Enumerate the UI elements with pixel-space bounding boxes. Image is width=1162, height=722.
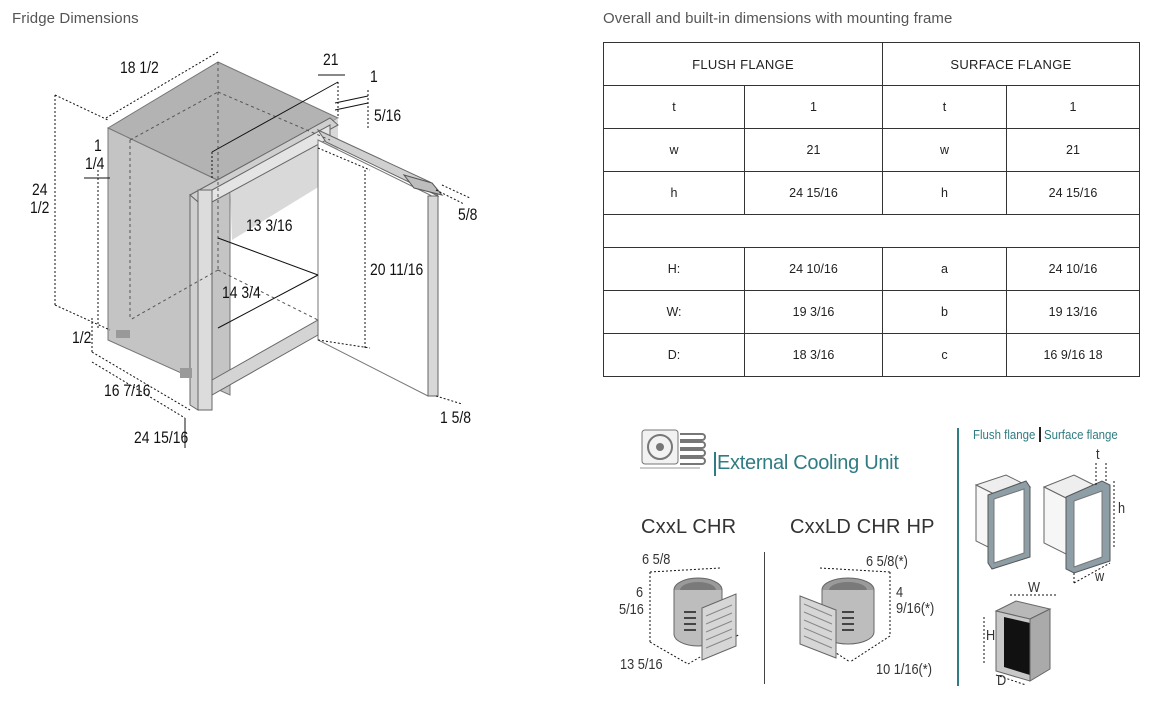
table-cell: b	[882, 290, 1007, 334]
dim-total-depth: 24 15/16	[134, 428, 189, 447]
table-row: w 21 w 21	[603, 128, 1140, 172]
unit-left-side-b: 5/16	[619, 601, 644, 618]
dim-frame-width: 21	[323, 50, 339, 69]
dim-frame-5-8: 5/8	[458, 205, 478, 224]
table-header-row: FLUSH FLANGE SURFACE FLANGE	[603, 42, 1140, 86]
header-surface-flange: SURFACE FLANGE	[882, 42, 1140, 86]
dimensions-table: FLUSH FLANGE SURFACE FLANGE t 1 t 1 w 21…	[603, 42, 1140, 377]
dim-door-1-5-8: 1 5/8	[440, 408, 472, 427]
flange-w: w	[1095, 568, 1105, 585]
unit-right-bottom: 10 1/16(*)	[876, 661, 932, 678]
dim-inner-height: 20 11/16	[370, 260, 424, 279]
fridge-drawing	[54, 51, 471, 448]
unit-left-top: 6 5/8	[642, 551, 671, 568]
table-cell: 21	[744, 128, 883, 172]
table-cell: 19 3/16	[744, 290, 883, 334]
cooling-unit-icon	[640, 429, 706, 469]
table-separator-row	[603, 214, 1140, 248]
table-cell: 1	[744, 85, 883, 129]
table-cell: 19 13/16	[1006, 290, 1140, 334]
table-cell: D:	[603, 333, 745, 377]
table-cell: H:	[603, 247, 745, 291]
table-cell: h	[882, 171, 1007, 215]
unit-left-bottom: 13 5/16	[620, 656, 663, 673]
table-cell: w	[882, 128, 1007, 172]
table-cell: 18 3/16	[744, 333, 883, 377]
table-cell: 24 15/16	[744, 171, 883, 215]
table-cell: t	[603, 85, 745, 129]
unit-left-drawing	[649, 567, 741, 665]
flange-drawings	[974, 463, 1115, 686]
table-row: D: 18 3/16 c 16 9/16 18	[603, 333, 1140, 377]
table-cell: 16 9/16 18	[1006, 333, 1140, 377]
dim-inner-width: 13 3/16	[246, 216, 293, 235]
dim-frame-5-16: 5/16	[374, 106, 402, 125]
dim-depth-top: 18 1/2	[120, 58, 159, 77]
table-cell: 24 10/16	[1006, 247, 1140, 291]
dim-height-b: 1/2	[30, 198, 50, 217]
flange-divider	[957, 428, 959, 686]
dim-side-1a: 1	[94, 136, 102, 155]
ecu-title-bar	[714, 452, 716, 476]
unit-right-side-a: 4	[896, 584, 904, 601]
table-cell: t	[882, 85, 1007, 129]
right-title: Overall and built-in dimensions with mou…	[603, 10, 953, 27]
unit-left-side-a: 6	[636, 584, 644, 601]
flange-W: W	[1028, 579, 1041, 596]
flange-H: H	[986, 627, 996, 644]
table-cell: 1	[1006, 85, 1140, 129]
model-left: CxxL CHR	[641, 516, 737, 538]
left-title: Fridge Dimensions	[12, 10, 139, 27]
dim-bottom-half: 1/2	[72, 328, 92, 347]
model-divider	[764, 552, 765, 684]
table-cell: a	[882, 247, 1007, 291]
dim-height-a: 24	[32, 180, 48, 199]
dim-inner-depth: 14 3/4	[222, 283, 261, 302]
label-surface-flange: Surface flange	[1044, 427, 1118, 442]
table-row: t 1 t 1	[603, 85, 1140, 129]
table-cell: 24 15/16	[1006, 171, 1140, 215]
table-cell: 24 10/16	[744, 247, 883, 291]
flange-D: D	[997, 672, 1007, 689]
dim-frame-depth-1: 1	[370, 67, 378, 86]
table-cell: W:	[603, 290, 745, 334]
table-cell: w	[603, 128, 745, 172]
table-separator	[603, 214, 1140, 248]
table-cell: 21	[1006, 128, 1140, 172]
unit-right-side-b: 9/16(*)	[896, 600, 935, 617]
table-row: H: 24 10/16 a 24 10/16	[603, 247, 1140, 291]
table-cell: c	[882, 333, 1007, 377]
flange-h: h	[1118, 500, 1126, 517]
dim-side-1b: 1/4	[85, 154, 105, 173]
header-flush-flange: FLUSH FLANGE	[603, 42, 883, 86]
flange-label-separator	[1039, 427, 1041, 442]
table-row: h 24 15/16 h 24 15/16	[603, 171, 1140, 215]
table-row: W: 19 3/16 b 19 13/16	[603, 290, 1140, 334]
dim-depth-bottom: 16 7/16	[104, 381, 151, 400]
unit-right-drawing	[799, 567, 891, 663]
flange-t: t	[1096, 446, 1100, 463]
unit-right-top: 6 5/8(*)	[866, 553, 908, 570]
label-flush-flange: Flush flange	[973, 427, 1036, 442]
model-right: CxxLD CHR HP	[790, 516, 935, 538]
table-cell: h	[603, 171, 745, 215]
ecu-title: External Cooling Unit	[717, 452, 899, 474]
